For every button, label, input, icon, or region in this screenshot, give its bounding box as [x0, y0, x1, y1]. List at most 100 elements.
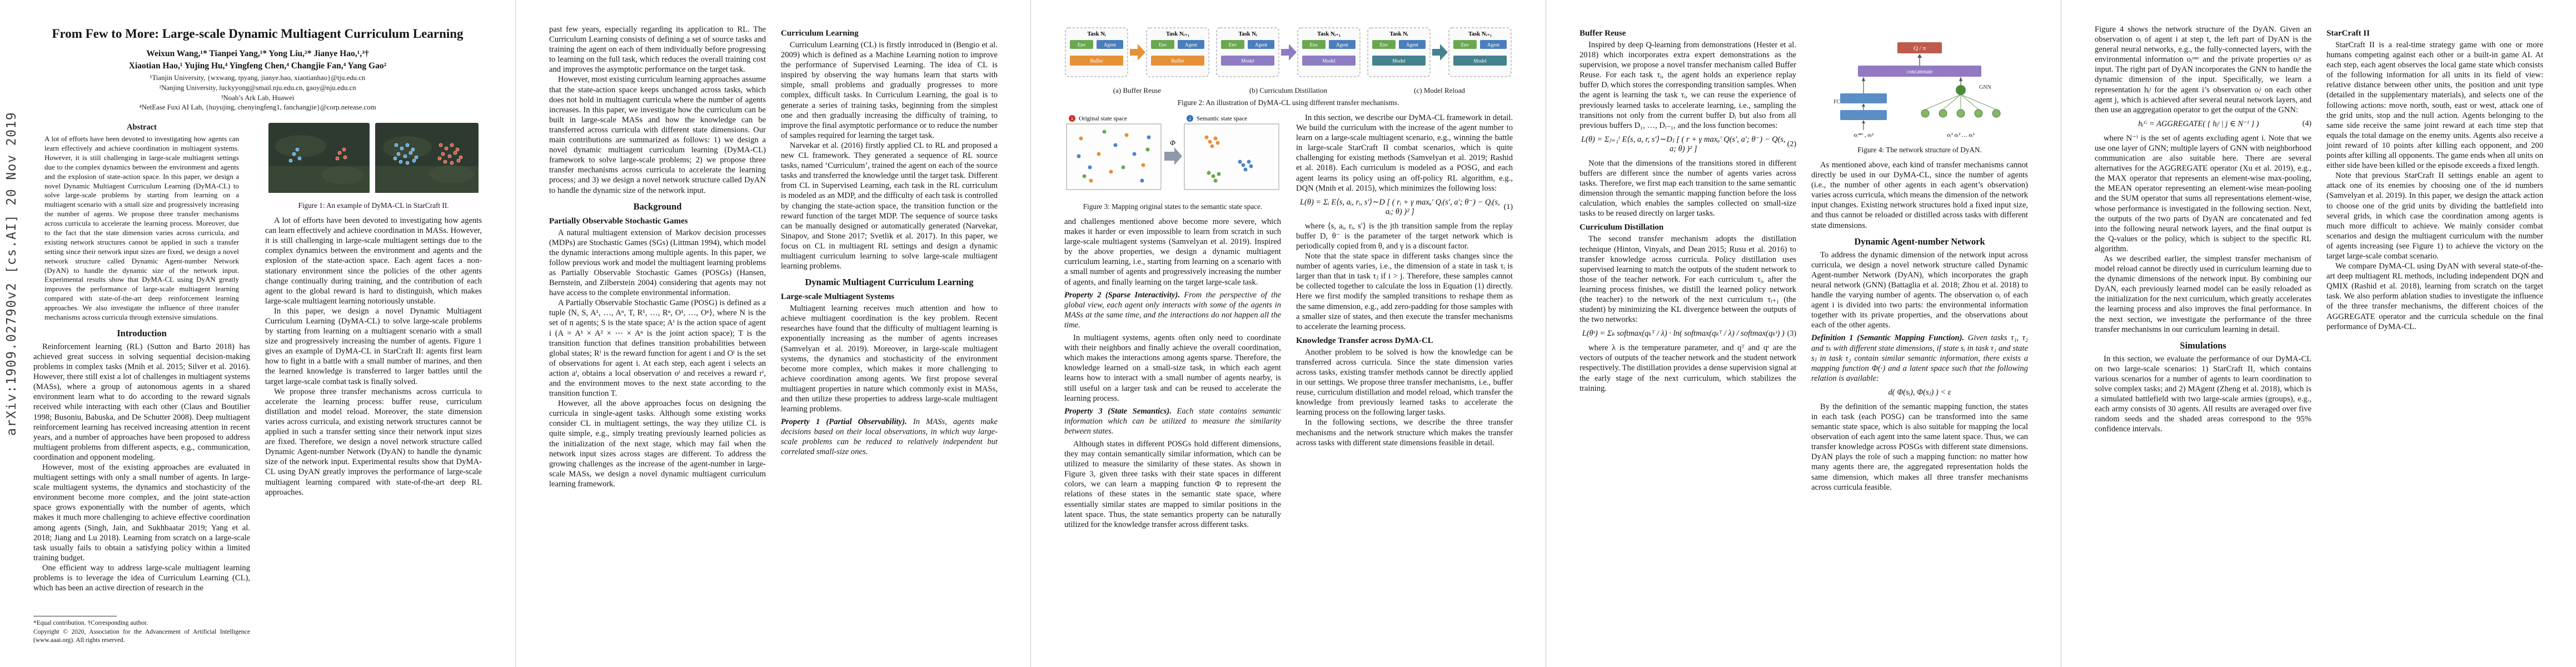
svg-text:Env: Env [1310, 42, 1318, 48]
model-box [1453, 56, 1507, 66]
author-line-1: Weixun Wang,¹* Tianpei Yang,¹* Yong Liu,… [146, 49, 369, 59]
body-paragraph: To address the dynamic dimension of the … [1811, 250, 2028, 330]
fc-layer-2 [1840, 93, 1887, 103]
section-heading: Introduction [117, 327, 167, 339]
subsection-heading: Curriculum Learning [781, 29, 859, 38]
figure-2c-subcaption: (c) Model Reload [1414, 86, 1465, 94]
output-layer-box [1897, 42, 1942, 53]
section-heading: Dynamic Agent-number Network [1854, 236, 1985, 247]
svg-text:Agent: Agent [1487, 42, 1499, 48]
equation-body: L(θˢ) = Σₖ softmax(qₖᵀ / λ) · ln( softma… [1582, 329, 1785, 339]
body-paragraph: We compare DyMA-CL using DyAN with sever… [2326, 262, 2543, 331]
svg-text:1: 1 [1071, 116, 1073, 121]
body-paragraph: Curriculum Learning (CL) is firstly intr… [781, 41, 998, 140]
section-heading: Simulations [2180, 340, 2226, 351]
agent-box [1480, 40, 1507, 49]
equation-number: (4) [2302, 120, 2311, 128]
page3-left-column: 1 Original state space 2 Semantic state … [1064, 113, 1281, 530]
svg-text:Model: Model [1392, 58, 1406, 64]
marine-units-blue [288, 147, 302, 163]
original-space-panel [1066, 123, 1162, 190]
env-box [1302, 40, 1326, 49]
figure-1 [265, 122, 482, 198]
body-paragraph: One efficient way to address large-scale… [33, 563, 250, 593]
footnote-copyright: Copyright © 2020, Association for the Ad… [33, 628, 250, 644]
body-paragraph: Although states in different POSGs hold … [1064, 439, 1281, 529]
svg-text:Model: Model [1322, 58, 1336, 64]
agent-box [1399, 40, 1426, 49]
figure-1-caption: Figure 1: An example of DyMA-CL in StarC… [298, 201, 449, 210]
equation: L(θ) = Σⱼ₌₁ⁱ E⟨s, a, r, s′⟩∼Dⱼ [ ( r + γ… [1580, 135, 1796, 154]
marker-1-icon [1069, 115, 1075, 122]
svg-text:Agent: Agent [1104, 42, 1116, 48]
equation-body: L(θ) = Σᵢ E⟨s, aᵢ, rᵢ, s′⟩∼D [ ( rᵢ + γ … [1299, 197, 1500, 216]
body-paragraph: As mentioned above, each kind of transfe… [1811, 161, 2028, 230]
equation-number: (3) [1787, 329, 1796, 338]
body-paragraph: In multiagent systems, agents often only… [1064, 334, 1281, 403]
svg-text:Buffer: Buffer [1090, 58, 1103, 64]
svg-text:Env: Env [1078, 42, 1086, 48]
body-paragraph: A lot of efforts have been devoted to in… [265, 216, 482, 306]
column-flow: As mentioned above, each kind of transfe… [1811, 160, 2028, 492]
body-paragraph: and challenges mentioned above become mo… [1064, 217, 1281, 287]
column-flow: StarCraft II StarCraft II is a real-time … [2326, 29, 2543, 332]
svg-text:concatenate: concatenate [1906, 69, 1933, 75]
model-box [1221, 56, 1274, 66]
figure-2-panel-buffer-reuse: Task Nᵢ Env Agent Buffer Task Nᵢ₊₁ Env A… [1064, 24, 1210, 95]
task-label: Task Nᵢ [1238, 31, 1257, 37]
page2-left-column: past few years, especially regarding its… [549, 24, 766, 489]
agent-box [1329, 40, 1356, 49]
equation: L(θˢ) = Σₖ softmax(qₖᵀ / λ) · ln( softma… [1580, 329, 1796, 339]
body-paragraph: In this section, we describe our DyMA-CL… [1296, 113, 1513, 193]
figure-2b-subcaption: (b) Curriculum Distillation [1249, 86, 1328, 94]
page3-right-column: In this section, we describe our DyMA-CL… [1296, 113, 1513, 530]
body-paragraph: In the following sections, we describe t… [1296, 418, 1513, 447]
footnote-block: *Equal contribution. †Corresponding auth… [33, 616, 250, 645]
env-box [1372, 40, 1396, 49]
svg-text:Buffer: Buffer [1171, 58, 1184, 64]
property-label: Property 1 (Partial Observability). [781, 417, 913, 427]
task-label: Task Nᵢ [1087, 31, 1105, 37]
abstract-heading: Abstract [127, 123, 157, 132]
model-box [1372, 56, 1426, 66]
arxiv-stamp: arXiv:1909.02790v2 [cs.AI] 20 Nov 2019 [4, 111, 19, 436]
affiliation-line-1: ¹Tianjin University, {wxwang, tpyang, ji… [150, 74, 366, 82]
subsection-heading: Knowledge Transfer across DyMA-CL [1296, 336, 1433, 345]
property-text: From the perspective of the global view,… [1064, 290, 1281, 330]
body-paragraph: where N⁻ⁱ is the set of agents excluding… [2095, 133, 2311, 253]
abstract-block: Abstract A lot of efforts have been devo… [44, 123, 239, 322]
body-paragraph: By the definition of the semantic mappin… [1811, 402, 2028, 492]
page4-right-column: Q / π concatenate FC oᵢᵉⁿᵛ , oᵢᵖ [1811, 24, 2028, 492]
body-paragraph: A natural multiagent extension of Markov… [549, 228, 766, 298]
agent-box [1248, 40, 1274, 49]
starcraft-screenshot-large [375, 123, 479, 193]
page5-left-column: Figure 4 shows the network structure of … [2095, 24, 2311, 434]
marine-units-red [437, 143, 463, 165]
paper-title: From Few to More: Large-scale Dynamic Mu… [52, 27, 464, 41]
property-statement: Definition 1 (Semantic Mapping Function)… [1811, 333, 2028, 383]
transfer-arrow [1432, 44, 1448, 61]
fc-layer-1 [1840, 110, 1887, 120]
svg-text:Agent: Agent [1255, 42, 1267, 48]
task-label: Task Nᵢ [1389, 31, 1408, 37]
subsection-heading: Buffer Reuse [1580, 29, 1626, 38]
body-paragraph: where ⟨s, aᵢ, rᵢ, s′⟩ is the jth transit… [1296, 221, 1513, 251]
equation-number: (2) [1787, 140, 1796, 148]
body-paragraph: However, most of the existing approaches… [33, 463, 250, 563]
section-heading: Background [633, 201, 682, 212]
equation: d( Φ(sᵢ), Φ(sⱼ) ) < ε [1811, 388, 2028, 397]
phi-symbol: Φ [1170, 138, 1175, 147]
subsection-heading: StarCraft II [2326, 29, 2370, 38]
footnote-equal-contribution: *Equal contribution. †Corresponding auth… [33, 620, 148, 627]
transfer-arrow [1130, 44, 1145, 61]
gnn-label: GNN [1979, 84, 1991, 91]
equation-body: hᵢᴳ = AGGREGATE( { hᵢʲ | j ∈ N⁻ⁱ } ) [2138, 119, 2259, 128]
body-paragraph: However, all the above approaches focus … [549, 399, 766, 489]
equation: hᵢᴳ = AGGREGATE( { hᵢʲ | j ∈ N⁻ⁱ } ) (4) [2095, 120, 2311, 129]
body-paragraph: Reinforcement learning (RL) (Sutton and … [33, 342, 250, 462]
env-box [1151, 40, 1174, 49]
